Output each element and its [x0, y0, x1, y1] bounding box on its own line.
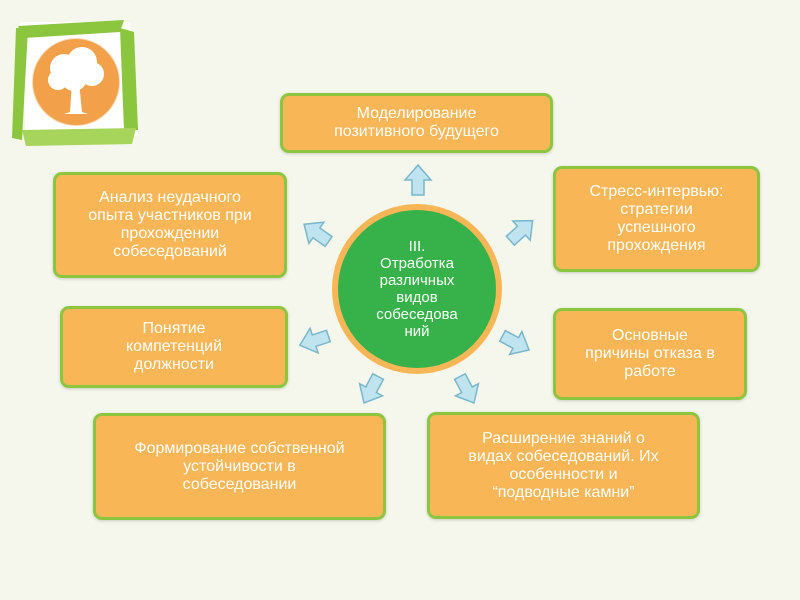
box-modeling-future: Моделирование позитивного будущего — [280, 93, 553, 153]
box-interview-knowledge: Расширение знаний о видах собеседований.… — [427, 412, 700, 519]
block-arrow-icon — [295, 322, 334, 359]
tree-logo-icon — [12, 20, 138, 146]
center-circle: III. Отработка различных видов собеседов… — [332, 204, 502, 374]
box-interview-knowledge-text: Расширение знаний о видах собеседований.… — [468, 429, 659, 501]
box-competence-concept: Понятие компетенций должности — [60, 306, 288, 388]
block-arrow-icon — [447, 369, 487, 410]
box-rejection-reasons: Основные причины отказа в работе — [553, 308, 747, 400]
block-arrow-icon — [500, 210, 543, 252]
box-modeling-future-text: Моделирование позитивного будущего — [334, 105, 499, 140]
block-arrow-icon — [404, 164, 432, 196]
box-failure-analysis-text: Анализ неудачного опыта участников при п… — [88, 189, 252, 260]
box-failure-analysis: Анализ неудачного опыта участников при п… — [53, 172, 287, 278]
box-rejection-reasons-text: Основные причины отказа в работе — [585, 327, 715, 380]
block-arrow-icon — [351, 369, 391, 410]
box-stress-interview-text: Стресс-интервью: стратегии успешного про… — [589, 183, 724, 254]
center-text: III. Отработка различных видов собеседов… — [376, 238, 458, 340]
box-stress-interview: Стресс-интервью: стратегии успешного про… — [553, 166, 760, 272]
block-arrow-icon — [295, 212, 337, 253]
box-competence-concept-text: Понятие компетенций должности — [125, 320, 223, 373]
box-self-stability: Формирование собственной устойчивости в … — [93, 413, 386, 520]
block-arrow-icon — [495, 323, 536, 363]
box-self-stability-text: Формирование собственной устойчивости в … — [134, 439, 345, 493]
